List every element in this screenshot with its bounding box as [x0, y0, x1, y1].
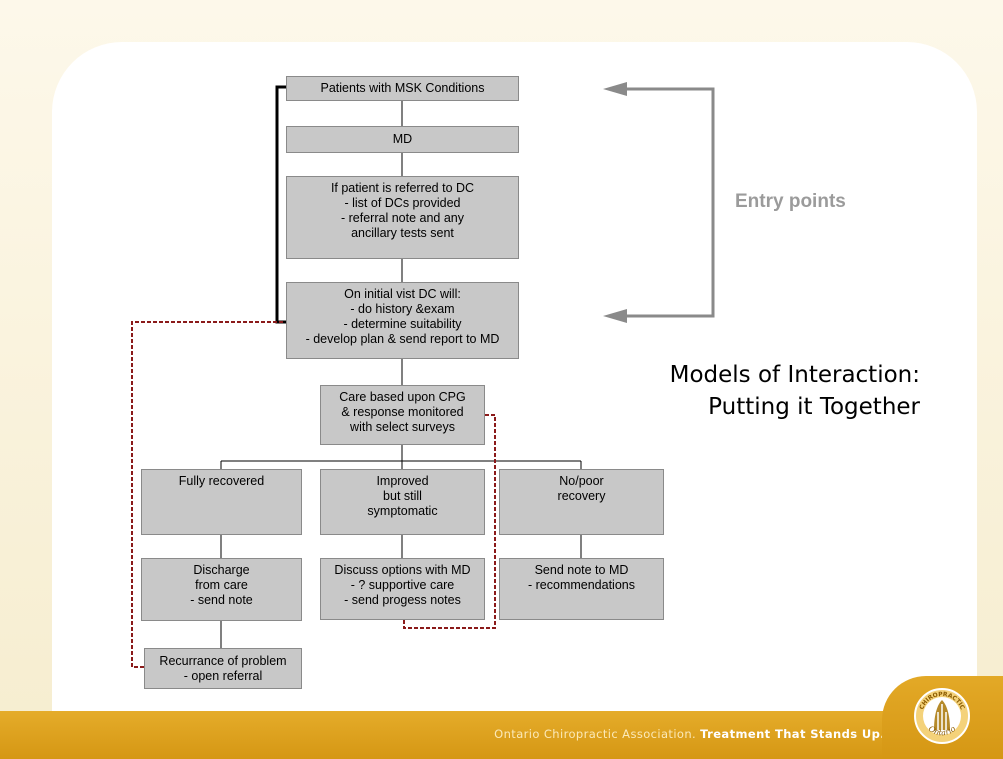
box-recurrance: Recurrance of problem - open referral [144, 648, 302, 689]
footer-bar [0, 711, 1003, 759]
slide-title-line2: Putting it Together [708, 394, 920, 420]
entry-arrow-top [603, 82, 627, 96]
footer-tagline: Ontario Chiropractic Association. [494, 727, 697, 741]
slide-title-line1: Models of Interaction: [669, 362, 920, 388]
box-fully-recovered: Fully recovered [141, 469, 302, 535]
dashed-connector-care-loop [403, 414, 496, 629]
svg-text:Ontario: Ontario [927, 724, 958, 737]
footer-slogan: Treatment That Stands Up. [700, 727, 885, 741]
box-patients-msk: Patients with MSK Conditions [286, 76, 519, 101]
box-initial-visit: On initial vist DC will: - do history &e… [286, 282, 519, 359]
box-improved-symptomatic: Improved but still symptomatic [320, 469, 485, 535]
box-send-note: Send note to MD - recommendations [499, 558, 664, 620]
dashed-connector-recurrance [131, 321, 283, 668]
entry-points-bracket [625, 87, 715, 318]
footer-text: Ontario Chiropractic Association. Treatm… [494, 727, 885, 741]
box-discuss-options: Discuss options with MD - ? supportive c… [320, 558, 485, 620]
box-no-poor-recovery: No/poor recovery [499, 469, 664, 535]
logo-text-bottom: Ontario [927, 724, 958, 737]
slide-title: Models of Interaction: Putting it Togeth… [670, 359, 920, 423]
box-care-cpg: Care based upon CPG & response monitored… [320, 385, 485, 445]
connector-loop-msk-initial [275, 85, 286, 324]
oca-logo: CHIROPRACTIC Ontario [914, 688, 970, 744]
entry-points-label: Entry points [735, 191, 846, 212]
box-discharge: Discharge from care - send note [141, 558, 302, 621]
entry-arrow-bottom [603, 309, 627, 323]
box-md: MD [286, 126, 519, 153]
box-referred-to-dc: If patient is referred to DC - list of D… [286, 176, 519, 259]
